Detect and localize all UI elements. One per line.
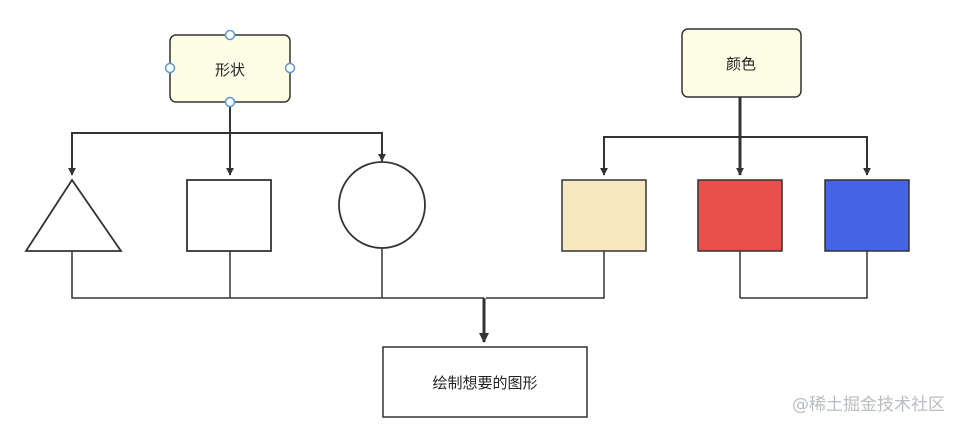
resize-handle-bottom[interactable] <box>224 96 236 108</box>
beige-swatch[interactable] <box>561 179 647 252</box>
shape-node-label: 形状 <box>215 61 245 79</box>
connector-shape-to-triangle <box>68 132 230 176</box>
color-node[interactable]: 颜色 <box>681 28 802 98</box>
result-node-box[interactable] <box>382 346 588 418</box>
blue-swatch[interactable] <box>824 179 910 252</box>
connector-triangle-to-merge <box>71 251 484 299</box>
resize-handle-left[interactable] <box>164 62 176 74</box>
shape-branch-connectors <box>68 103 386 176</box>
color-branch-connectors <box>600 97 871 176</box>
color-node-label: 颜色 <box>726 55 756 73</box>
connector-color-to-beige <box>600 136 740 176</box>
circle-shape[interactable] <box>338 161 426 249</box>
connector-color-to-blue <box>740 136 871 176</box>
shape-node[interactable]: 形状 <box>164 29 296 108</box>
resize-handle-top[interactable] <box>224 29 236 41</box>
connector-beige-to-merge <box>486 251 605 299</box>
result-node[interactable]: 绘制想要的图形 <box>382 346 588 418</box>
triangle-shape[interactable] <box>24 178 123 252</box>
connector-blue-to-merge <box>740 251 868 299</box>
merge-connectors <box>71 247 868 343</box>
connector-shape-to-circle <box>230 132 386 162</box>
square-shape[interactable] <box>186 179 272 252</box>
result-node-label: 绘制想要的图形 <box>432 374 537 392</box>
resize-handle-right[interactable] <box>284 62 296 74</box>
red-swatch[interactable] <box>697 179 783 252</box>
color-node-box[interactable] <box>681 28 802 98</box>
watermark-text: @稀土掘金技术社区 <box>792 395 945 415</box>
